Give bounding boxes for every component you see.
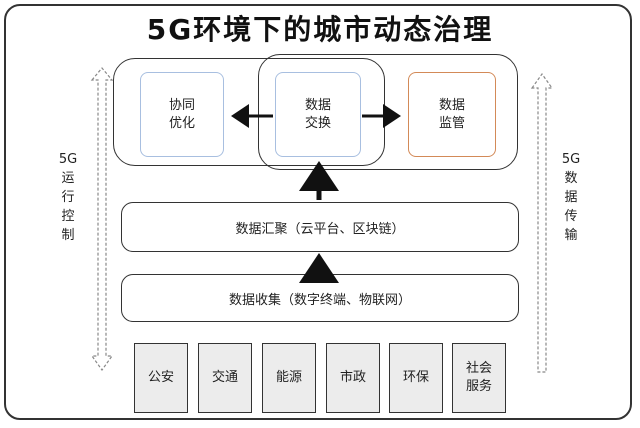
right-transfer-arrow <box>530 72 554 373</box>
dept-energy: 能源 <box>262 343 316 413</box>
dept-public-security: 公安 <box>134 343 188 413</box>
dept-municipal: 市政 <box>326 343 380 413</box>
left-control-arrow <box>90 67 114 372</box>
data-supervision-box: 数据 监管 <box>408 72 496 157</box>
outer-frame <box>4 4 632 420</box>
diagram-title: 5G环境下的城市动态治理 <box>146 13 494 46</box>
dept-social-services: 社会 服务 <box>452 343 506 413</box>
left-side-label: 5G运行控制 <box>58 152 78 243</box>
coordination-optimization-box: 协同 优化 <box>140 72 224 157</box>
right-side-label: 5G数据传输 <box>561 152 581 243</box>
data-aggregation-bar: 数据汇聚（云平台、区块链） <box>121 202 519 252</box>
group-right-container <box>258 54 518 170</box>
data-exchange-box: 数据 交换 <box>275 72 361 157</box>
dept-environment: 环保 <box>389 343 443 413</box>
dept-transportation: 交通 <box>198 343 252 413</box>
